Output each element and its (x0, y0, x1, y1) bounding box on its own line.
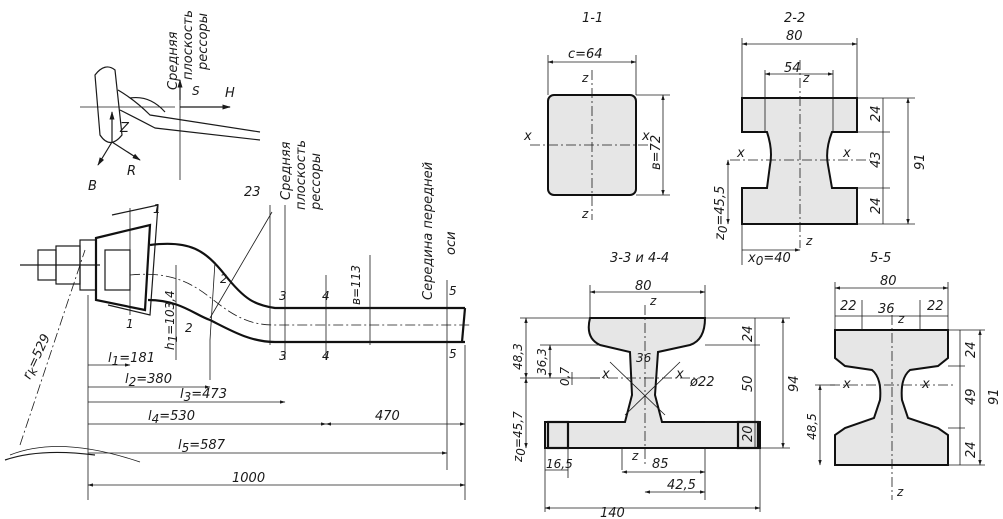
force-s-label: S (192, 84, 200, 98)
section-5-5-flange-top: 24 (964, 341, 979, 358)
section-3-3-z0: z0=45,7 (511, 411, 528, 463)
section-5-5-left: 22 (840, 299, 857, 314)
sec-mark-5-bot: 5 (449, 347, 457, 361)
section-5-5-title: 5-5 (870, 251, 891, 266)
section-2-2-total: 91 (913, 153, 928, 170)
section-3-3-hole: ø22 (689, 375, 715, 390)
section-5-5-web-h: 49 (964, 388, 979, 405)
section-2-2-x-left: x (736, 146, 745, 161)
section-5-5-flange-bot: 24 (964, 441, 979, 458)
sec-mark-3-bot: 3 (279, 349, 287, 363)
section-5-5-z-top: z (897, 312, 905, 326)
dim-1000-label: 1000 (232, 471, 265, 486)
sec-mark-1-top: 1 (153, 202, 161, 216)
h1-label: h1=103,4 (163, 290, 180, 350)
section-5-5-web: 36 (878, 302, 895, 317)
l5-label: l5=587 (178, 438, 226, 455)
section-3-3-web-h: 50 (741, 375, 756, 392)
section-3-3-web-w: 36 (636, 351, 652, 365)
section-2-2-z0: z0=45,5 (713, 186, 730, 241)
section-5-5: 5-5 80 22 36 22 z x x z 24 49 24 91 48,5 (805, 251, 1002, 500)
l4-label: l4=530 (148, 409, 195, 426)
kingpin-boss (20, 204, 159, 316)
middle-plane-label-2: плоскость (294, 140, 309, 210)
sec-mark-5-top: 5 (449, 284, 457, 298)
section-3-3-x-left: x (601, 367, 610, 382)
section-2-2-x-right: x (842, 146, 851, 161)
section-5-5-width-top: 80 (880, 274, 897, 289)
middle-plane-top-2: плоскость (181, 10, 196, 80)
l1-label: l1=181 (108, 351, 155, 368)
middle-plane-label-1: Средняя (279, 141, 294, 200)
section-2-2-flange-bot: 24 (869, 197, 884, 214)
section-3-3-h07: 0,7 (558, 367, 572, 386)
section-3-3-h483: 48,3 (511, 343, 525, 370)
section-5-5-x-right: x (921, 377, 930, 392)
rk-label: rk=529 (20, 332, 56, 383)
section-3-3-h363: 36,3 (535, 348, 549, 375)
section-5-5-x-left: x (842, 377, 851, 392)
section-2-2: 2-2 80 54 z x x z 24 43 24 91 z0=45,5 x0… (713, 11, 928, 268)
section-1-1-x-right: x (641, 129, 650, 144)
l2-label: l2=380 (125, 372, 172, 389)
dim-470-label: 470 (375, 409, 400, 424)
section-2-2-width-web: 54 (784, 61, 801, 76)
section-3-3-total: 94 (787, 375, 802, 392)
section-2-2-width-top: 80 (786, 29, 803, 44)
sec-mark-1-bot: 1 (126, 317, 134, 331)
section-5-5-right: 22 (927, 299, 944, 314)
sec-mark-3-top: 3 (279, 289, 287, 303)
section-2-2-title: 2-2 (784, 11, 805, 26)
section-3-3-title: 3-3 и 4-4 (610, 251, 669, 266)
section-3-3-bot-b: 85 (652, 457, 669, 472)
section-5-5-z485: 48,5 (805, 413, 819, 440)
spring-detail: S H Z R B Средняя плоскость рессоры (80, 10, 261, 194)
section-2-2-x0: x0=40 (747, 251, 791, 268)
section-5-5-z-bot: z (896, 485, 904, 499)
middle-plane-top-3: рессоры (196, 13, 211, 71)
axle-middle-label-1: Середина передней (421, 162, 436, 300)
section-3-3-flange-bot: 20 (741, 425, 756, 442)
side-view: rk=529 1 1 2 2 3 3 4 4 5 5 (4, 140, 470, 500)
section-1-1-title: 1-1 (582, 11, 603, 26)
section-3-3: 3-3 и 4-4 80 z 36 x x z ø22 24 50 20 94 (511, 251, 802, 519)
force-r-label: R (127, 164, 136, 179)
section-1-1-z-bot: z (581, 207, 589, 221)
section-5-5-total: 91 (987, 388, 1002, 405)
section-3-3-bot-c: 42,5 (667, 478, 696, 493)
sec-mark-4-bot: 4 (322, 349, 330, 363)
section-3-3-bottom-w: 140 (600, 506, 625, 519)
section-1-1: 1-1 с=64 x x z z в=72 (523, 11, 670, 221)
section-2-2-z-top: z (802, 71, 810, 85)
section-1-1-x-left: x (523, 129, 532, 144)
section-3-3-bot-a: 16,5 (546, 457, 573, 471)
axle-middle-label-2: оси (444, 231, 459, 255)
section-1-1-z-top: z (581, 71, 589, 85)
section-3-3-z-top: z (649, 294, 657, 308)
middle-plane-top-1: Средняя (166, 31, 181, 90)
section-1-1-height: в=72 (649, 135, 664, 170)
section-3-3-z-bot: z (631, 449, 639, 463)
sec-mark-4-top: 4 (322, 289, 330, 303)
angle-label: 23 (244, 185, 261, 200)
force-b-label: B (88, 179, 97, 194)
sec-mark-2-bot: 2 (185, 321, 193, 335)
section-2-2-flange-top: 24 (869, 105, 884, 122)
sec-mark-2-top: 2 (220, 272, 228, 286)
b-label: в=113 (349, 265, 363, 305)
section-2-2-web: 43 (869, 151, 884, 168)
middle-plane-label-3: рессоры (309, 153, 324, 211)
section-2-2-z-bot: z (805, 234, 813, 248)
section-3-3-width-top: 80 (635, 279, 652, 294)
section-3-3-x-right: x (675, 367, 684, 382)
force-z-label: Z (119, 121, 130, 136)
l3-label: l3=473 (180, 387, 227, 404)
section-1-1-width: с=64 (568, 47, 603, 62)
force-h-label: H (225, 86, 235, 101)
section-3-3-flange-top: 24 (741, 325, 756, 342)
